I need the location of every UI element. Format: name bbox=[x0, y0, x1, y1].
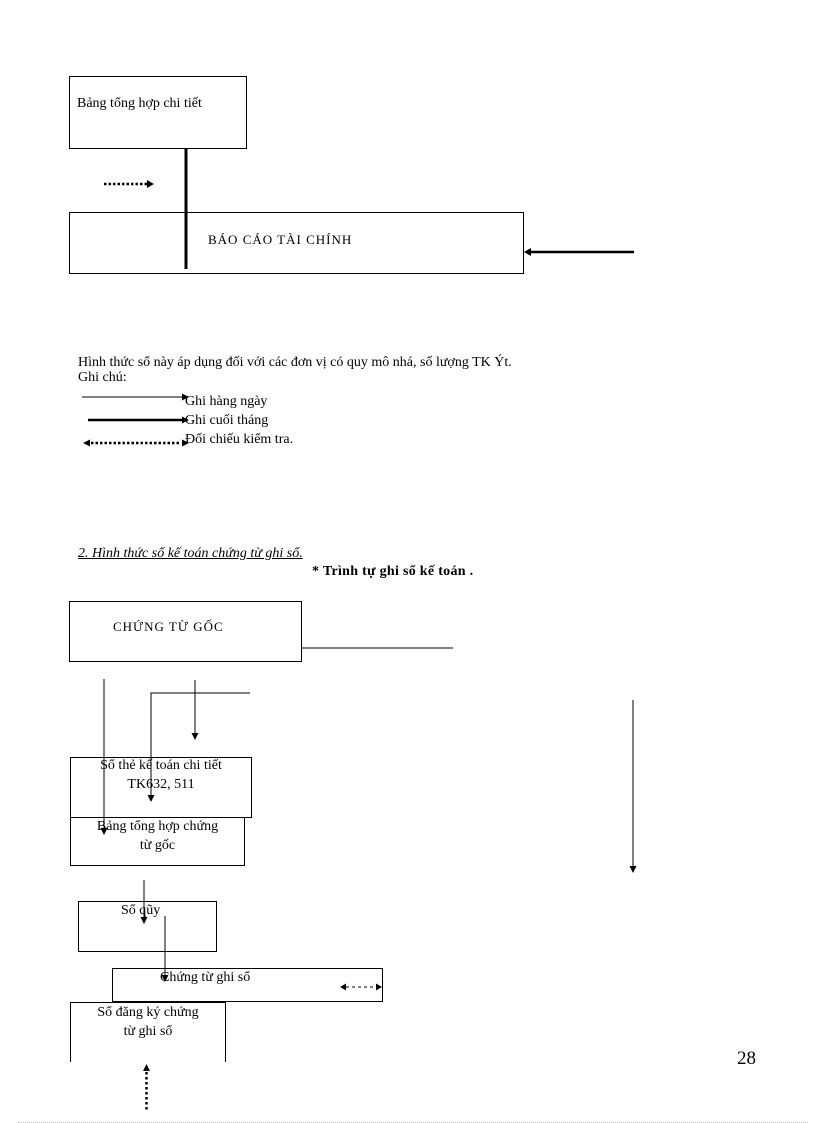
financial-report-box bbox=[69, 212, 524, 274]
detail-summary-box bbox=[69, 76, 247, 149]
source-summary-box bbox=[70, 817, 245, 866]
detail-ledger-label-line1: Sổ thẻ kế toán chi tiết bbox=[100, 758, 222, 773]
register-label-line2: từ ghi sổ bbox=[123, 1024, 173, 1039]
page-number: 28 bbox=[737, 1048, 756, 1069]
source-summary-label-line1: Bảng tổng hợp chứng bbox=[96, 819, 219, 834]
legend-crosscheck-label: Đối chiếu kiểm tra. bbox=[185, 432, 294, 447]
elbow-connector bbox=[150, 692, 250, 760]
financial-report-label: BÁO CÁO TÀI CHÍNH bbox=[208, 232, 353, 247]
source-documents-box bbox=[69, 601, 302, 662]
legend-daily-label: Ghi hàng ngày bbox=[185, 394, 268, 409]
dotted-up-arrow-icon bbox=[143, 1064, 150, 1110]
thin-arrow-icon bbox=[82, 393, 189, 401]
dotted-double-arrow-icon bbox=[83, 439, 189, 447]
detail-ledger-label-line2: TK632, 511 bbox=[127, 777, 195, 792]
section-heading: 2. Hình thức sổ kế toán chứng từ ghi sổ. bbox=[78, 546, 303, 561]
dotted-arrow-icon bbox=[104, 180, 154, 188]
right-long-down-arrow bbox=[629, 700, 637, 873]
voucher-label: Chứng từ ghi sổ bbox=[160, 970, 251, 985]
thick-arrow-left-icon bbox=[524, 248, 634, 256]
voucher-box bbox=[112, 968, 383, 1002]
section-subheading: * Trình tự ghi sổ kế toán . bbox=[312, 564, 474, 579]
thick-arrow-icon bbox=[88, 416, 189, 424]
form-description: Hình thức sổ này áp dụng đối với các đơn… bbox=[78, 355, 512, 370]
register-box bbox=[70, 1002, 226, 1062]
source-summary-label-line2: từ gốc bbox=[139, 838, 176, 853]
cash-book-box bbox=[78, 901, 217, 952]
register-label-line1: Sổ đăng ký chứng bbox=[97, 1005, 199, 1020]
legend-monthly-label: Ghi cuối tháng bbox=[185, 413, 269, 428]
down-arrow-to-ledger bbox=[191, 680, 199, 740]
cash-book-label: Sổ qũy bbox=[121, 903, 161, 918]
detail-summary-label: Bảng tổng hợp chi tiết bbox=[77, 96, 202, 111]
legend-title: Ghi chú: bbox=[78, 370, 127, 385]
source-documents-label: CHỨNG TỪ GỐC bbox=[113, 619, 224, 634]
